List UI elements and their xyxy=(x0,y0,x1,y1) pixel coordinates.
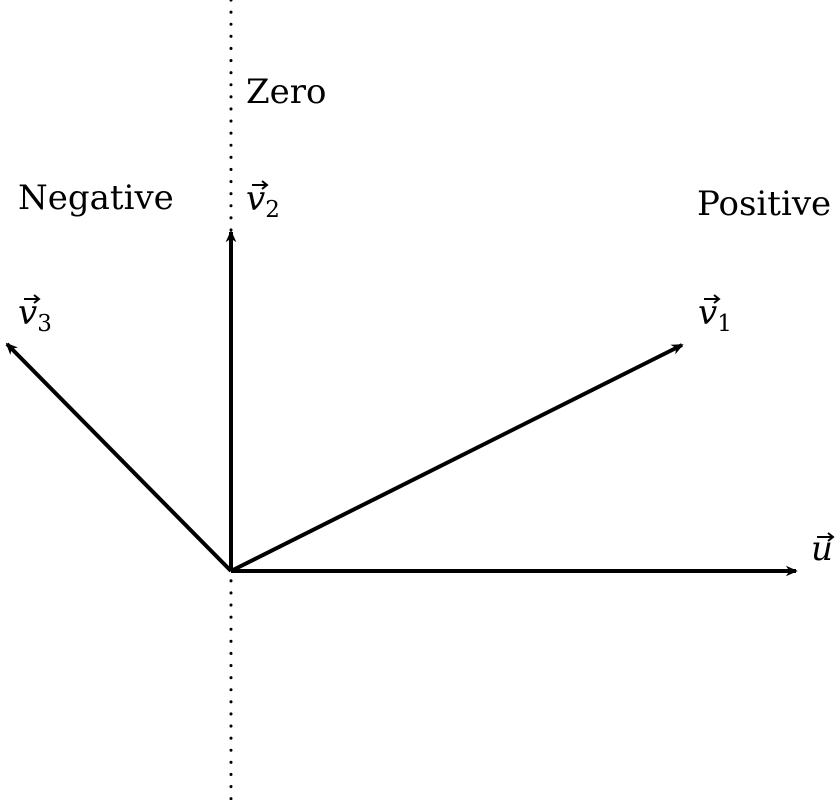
vector-v1-label: v1 xyxy=(698,293,732,337)
svg-text:u: u xyxy=(811,529,833,569)
vector-v3-arrow xyxy=(5,342,233,573)
vector-v3-label: v3 xyxy=(18,293,52,337)
vector-v2-label: v2 xyxy=(246,179,280,223)
svg-text:v1: v1 xyxy=(698,293,732,337)
svg-text:v2: v2 xyxy=(246,179,280,223)
positive-label: Positive xyxy=(697,184,831,224)
vector-u-label: u xyxy=(811,529,835,569)
vector-v1-arrow xyxy=(230,343,684,573)
negative-label: Negative xyxy=(18,178,174,218)
svg-text:v3: v3 xyxy=(18,293,52,337)
zero-label: Zero xyxy=(246,72,326,112)
